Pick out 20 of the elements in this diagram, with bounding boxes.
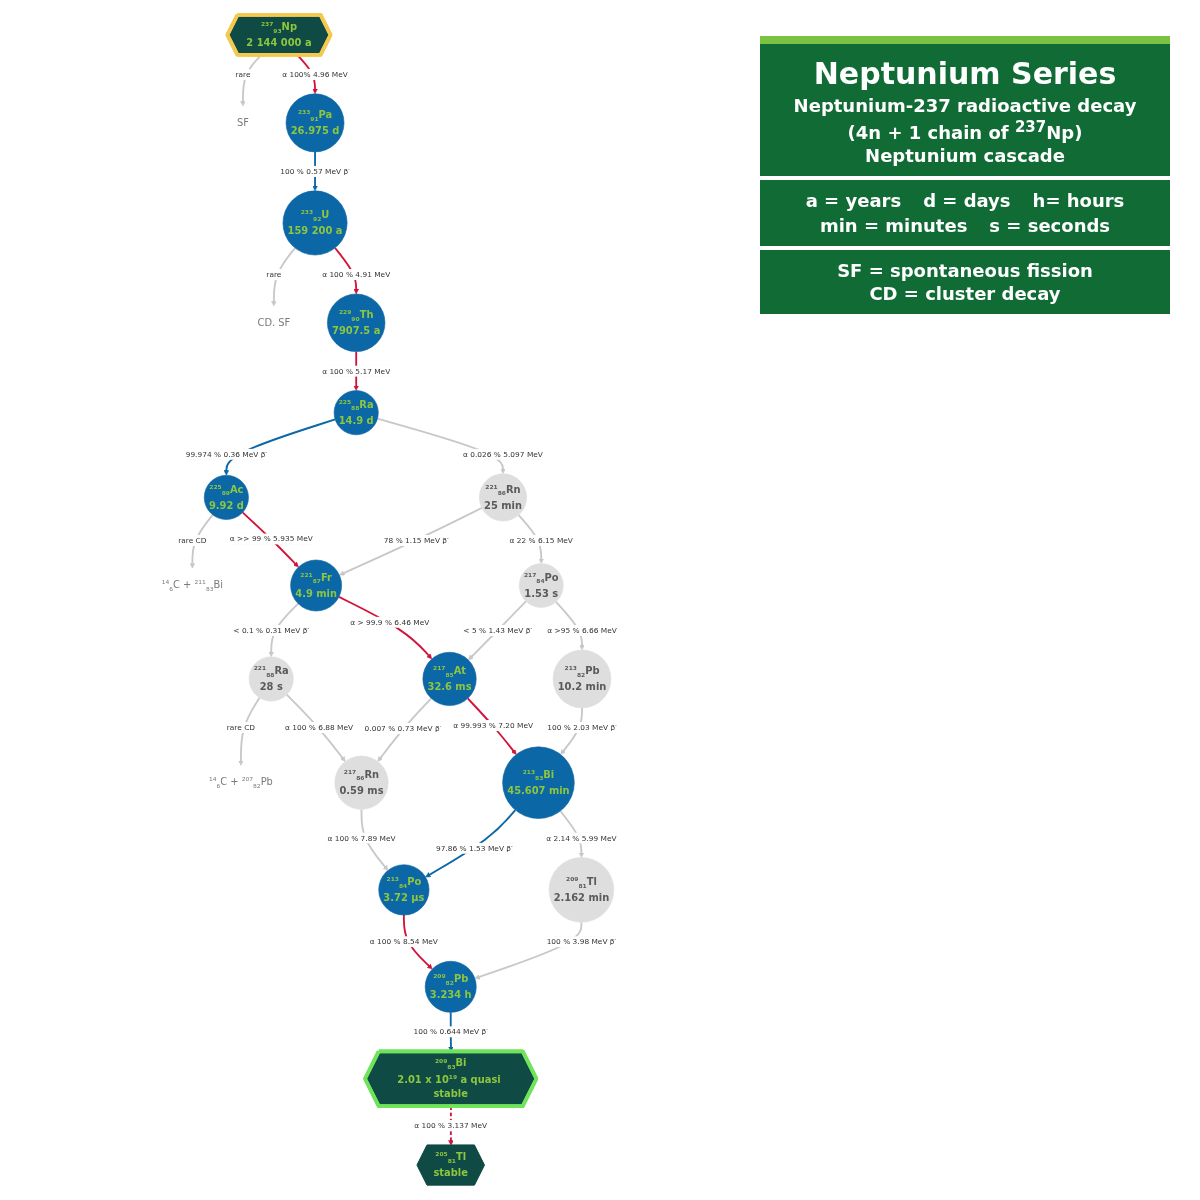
title: Neptunium Series xyxy=(812,56,1118,91)
abbreviation-note: a = years xyxy=(805,190,902,211)
arrow xyxy=(339,507,483,576)
abbreviation-note: CD = cluster decay xyxy=(868,283,1062,304)
subtitle: Neptunium-237 radioactive decay xyxy=(792,95,1138,116)
arrow xyxy=(189,513,214,569)
node-text: SF xyxy=(236,116,249,129)
arrow xyxy=(285,693,346,762)
subtitle: (4n + 1 chain of $^{237}$Np) xyxy=(846,118,1084,143)
abbreviation-note: d = days xyxy=(923,190,1011,211)
subtitle: Neptunium cascade xyxy=(864,145,1066,166)
arrow xyxy=(240,54,262,107)
abbreviation-note: SF = spontaneous fission xyxy=(836,260,1094,281)
arrow xyxy=(271,247,296,307)
arrow xyxy=(338,595,433,660)
abbreviation-note: s = seconds xyxy=(989,215,1111,236)
arrow xyxy=(425,809,517,878)
node-text: CD. SF xyxy=(257,316,291,329)
abbreviation-note: min = minutes xyxy=(819,215,968,236)
abbreviation-note: h= hours xyxy=(1032,190,1125,211)
